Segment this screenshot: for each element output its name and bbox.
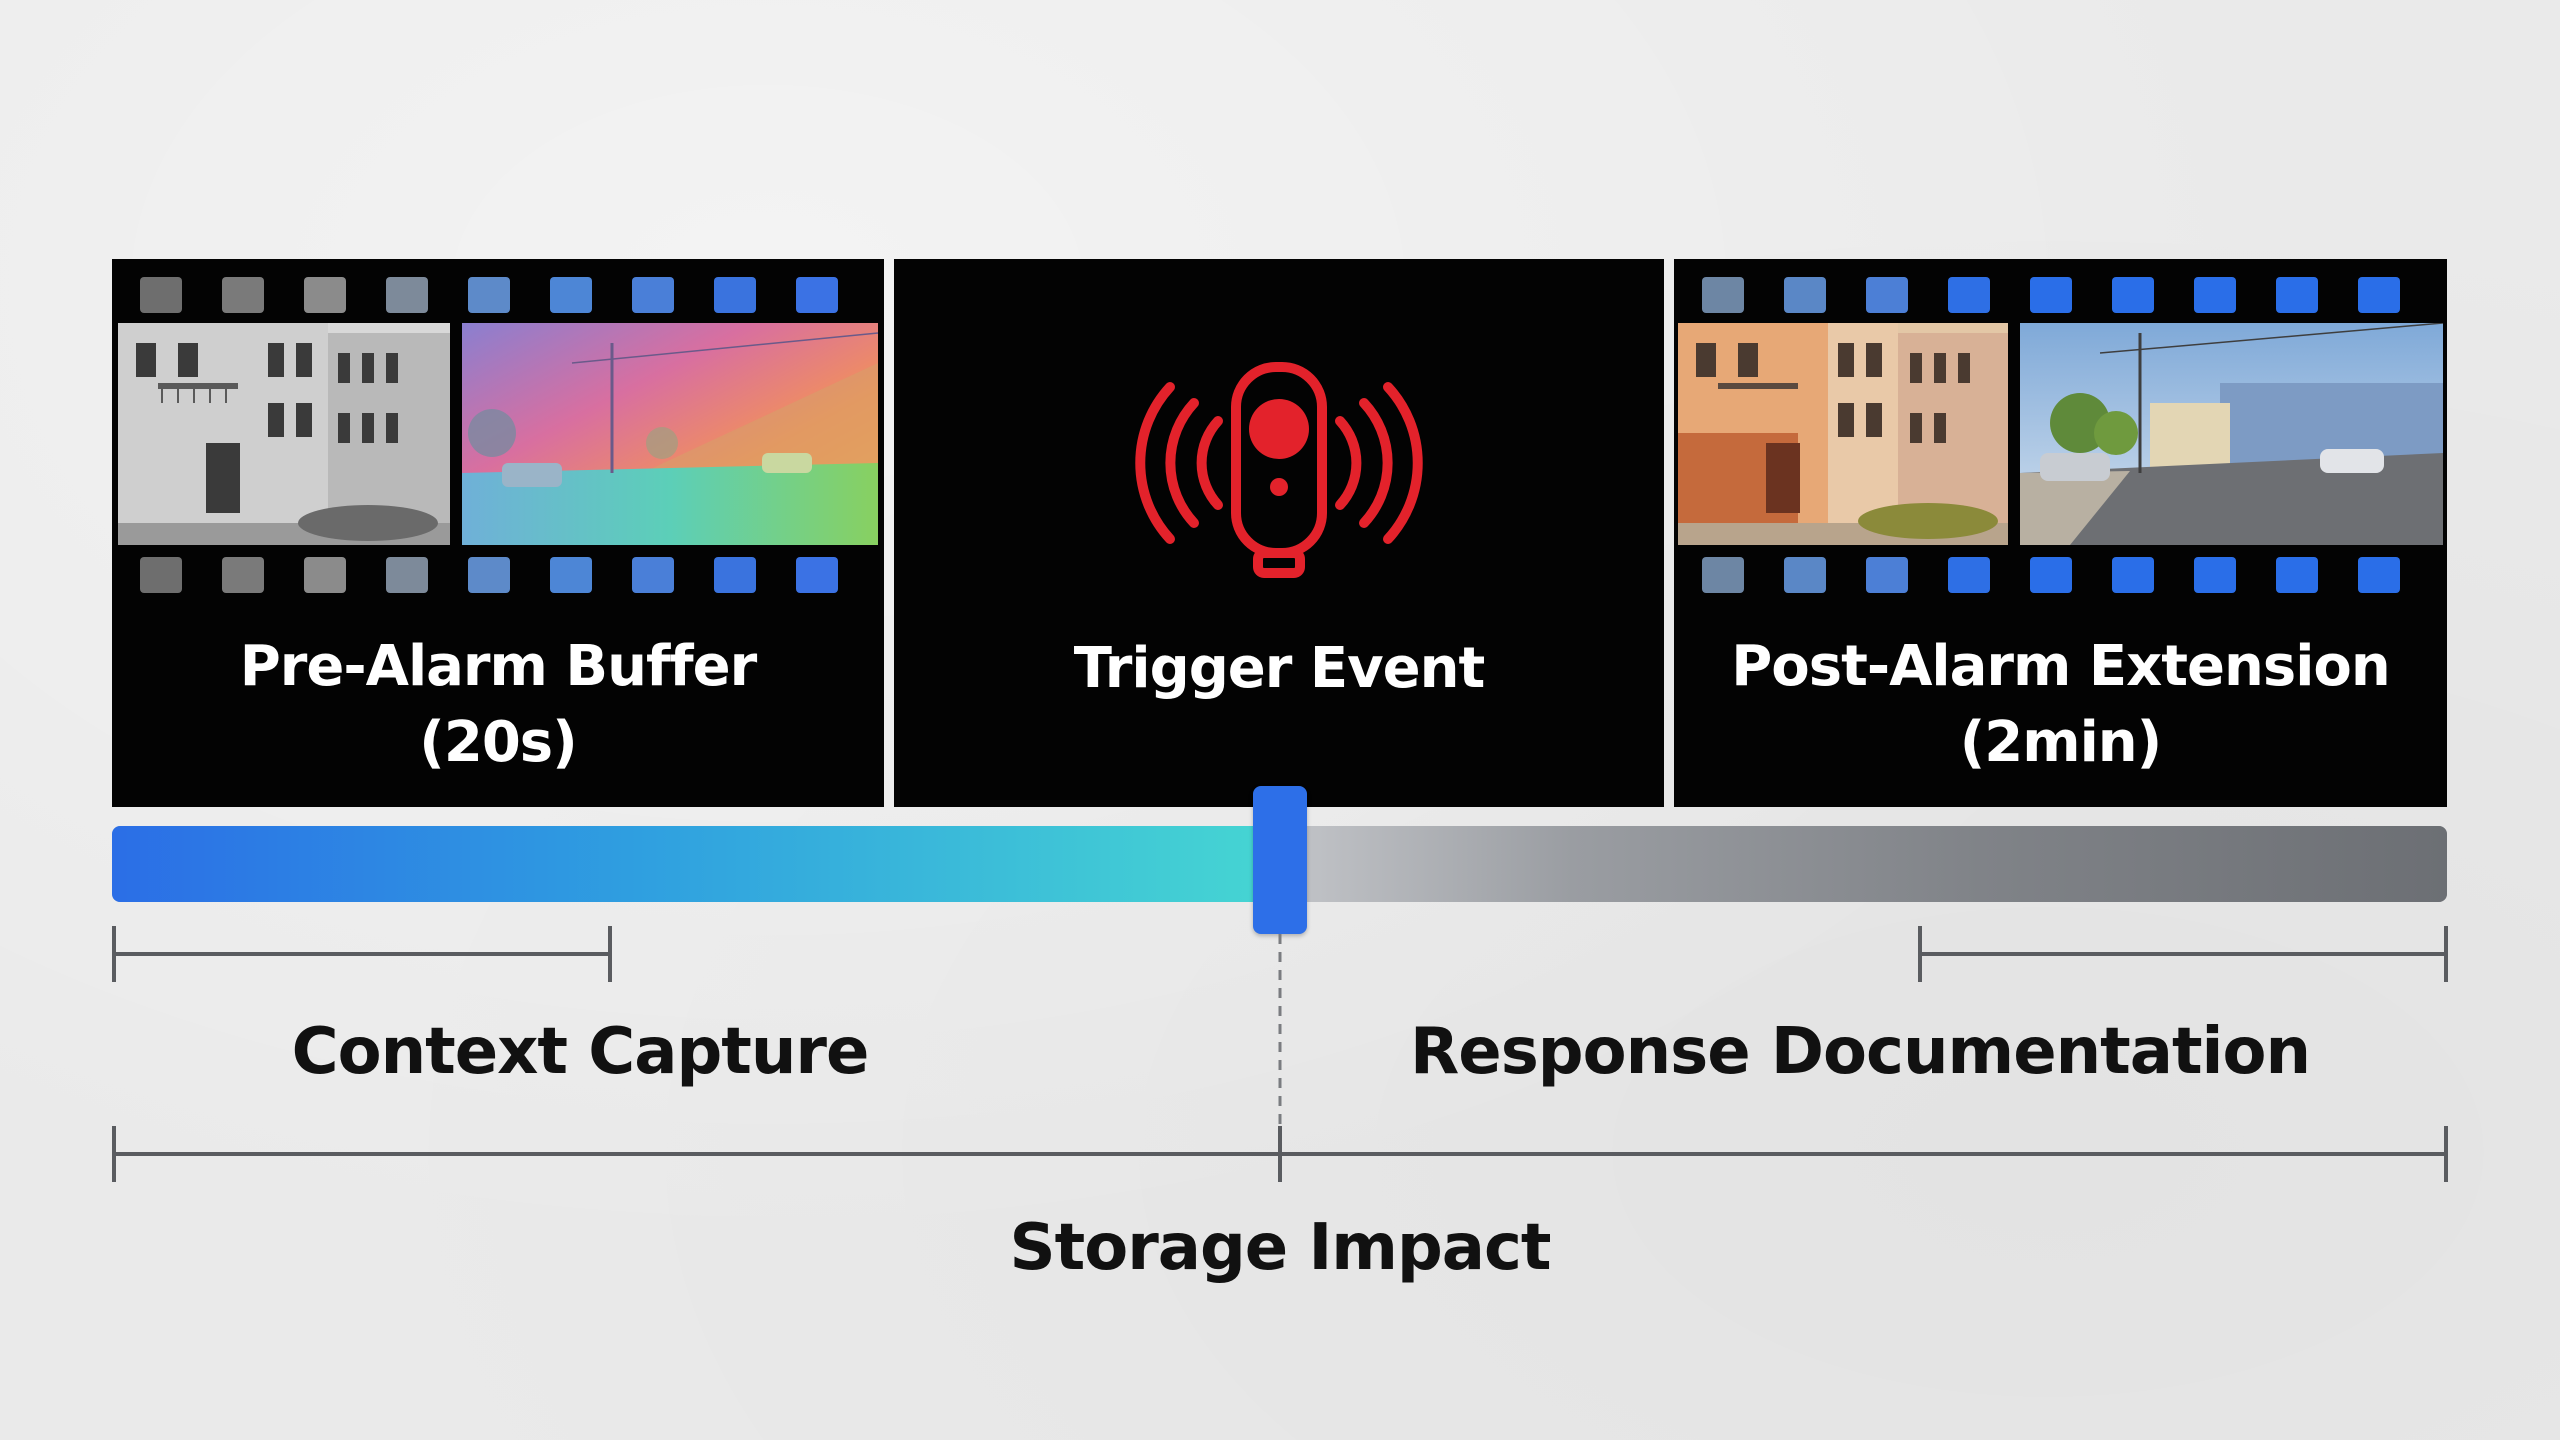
post-alarm-title-line2: (2min) bbox=[1959, 710, 2163, 775]
film-sprocket-hole bbox=[140, 557, 182, 593]
context-capture-label: Context Capture bbox=[291, 1015, 870, 1089]
film-sprocket-hole bbox=[1866, 557, 1908, 593]
building-photo-grayscale bbox=[118, 323, 450, 545]
timeline-progress-fill bbox=[112, 826, 1280, 902]
film-sprocket-hole bbox=[386, 277, 428, 313]
film-sprocket-hole bbox=[468, 557, 510, 593]
film-sprocket-hole bbox=[1948, 557, 1990, 593]
film-sprocket-hole bbox=[2276, 277, 2318, 313]
film-sprocket-hole bbox=[2030, 557, 2072, 593]
film-sprocket-hole bbox=[468, 277, 510, 313]
post-alarm-panel: Post-Alarm Extension (2min) bbox=[1674, 259, 2447, 807]
film-sprockets-bottom bbox=[140, 557, 884, 593]
timeline-track bbox=[112, 826, 2447, 902]
trigger-title: Trigger Event bbox=[1073, 636, 1486, 701]
film-sprockets-bottom bbox=[1702, 557, 2447, 593]
trigger-marker[interactable] bbox=[1252, 786, 1307, 934]
storage-impact-label: Storage Impact bbox=[1009, 1211, 1552, 1285]
timeline-remaining bbox=[1279, 826, 2447, 902]
pre-alarm-title-line1: Pre-Alarm Buffer bbox=[239, 634, 758, 699]
response-documentation-label: Response Documentation bbox=[1410, 1015, 2311, 1089]
film-sprocket-hole bbox=[222, 277, 264, 313]
film-sprocket-hole bbox=[2194, 277, 2236, 313]
film-sprocket-hole bbox=[2358, 557, 2400, 593]
film-sprocket-hole bbox=[2112, 557, 2154, 593]
film-sprocket-hole bbox=[1784, 277, 1826, 313]
street-photo-tinted bbox=[462, 323, 878, 545]
film-sprocket-hole bbox=[1784, 557, 1826, 593]
film-sprocket-hole bbox=[1866, 277, 1908, 313]
film-sprocket-hole bbox=[304, 557, 346, 593]
film-sprocket-hole bbox=[2030, 277, 2072, 313]
film-sprocket-hole bbox=[632, 557, 674, 593]
film-sprocket-hole bbox=[2276, 557, 2318, 593]
film-sprocket-hole bbox=[550, 557, 592, 593]
film-sprocket-hole bbox=[1702, 277, 1744, 313]
building-photo-color bbox=[1678, 323, 2008, 545]
film-sprockets-top bbox=[1702, 277, 2447, 313]
film-sprocket-hole bbox=[386, 557, 428, 593]
pre-alarm-panel: Pre-Alarm Buffer (20s) bbox=[112, 259, 884, 807]
film-sprocket-hole bbox=[632, 277, 674, 313]
film-sprocket-hole bbox=[796, 557, 838, 593]
film-sprocket-hole bbox=[140, 277, 182, 313]
film-sprocket-hole bbox=[714, 277, 756, 313]
film-sprocket-hole bbox=[2358, 277, 2400, 313]
trigger-panel: Trigger Event bbox=[894, 259, 1664, 807]
alarm-sensor-icon bbox=[1135, 362, 1423, 578]
film-sprocket-hole bbox=[304, 277, 346, 313]
film-sprocket-hole bbox=[2194, 557, 2236, 593]
film-sprocket-hole bbox=[550, 277, 592, 313]
film-sprocket-hole bbox=[2112, 277, 2154, 313]
street-photo-color bbox=[2020, 323, 2443, 545]
film-sprocket-hole bbox=[222, 557, 264, 593]
post-alarm-title: Post-Alarm Extension (2min) bbox=[1674, 629, 2447, 781]
film-sprocket-hole bbox=[1948, 277, 1990, 313]
post-alarm-title-line1: Post-Alarm Extension bbox=[1731, 634, 2391, 699]
film-sprocket-hole bbox=[1702, 557, 1744, 593]
pre-alarm-title-line2: (20s) bbox=[419, 710, 577, 775]
film-sprocket-hole bbox=[796, 277, 838, 313]
film-sprockets-top bbox=[140, 277, 884, 313]
pre-alarm-title: Pre-Alarm Buffer (20s) bbox=[112, 629, 884, 781]
film-sprocket-hole bbox=[714, 557, 756, 593]
